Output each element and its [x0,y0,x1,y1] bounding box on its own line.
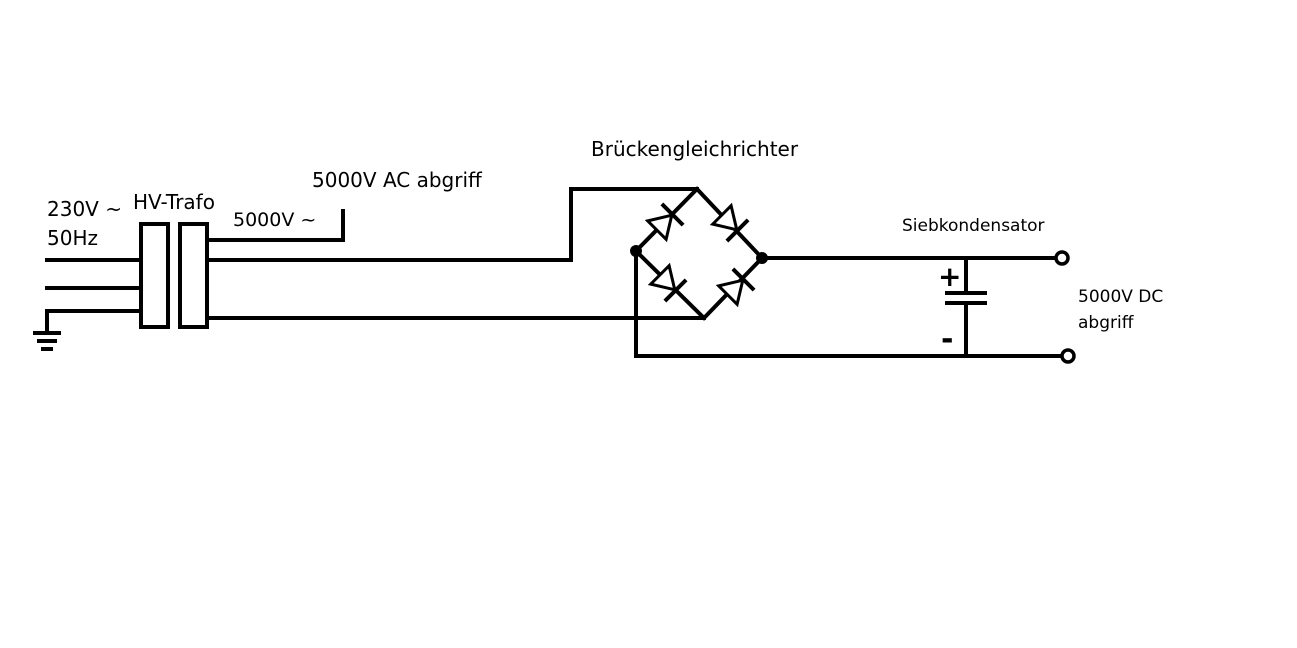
input-frequency-label: 50Hz [47,226,98,250]
rectifier-label: Brückengleichrichter [591,137,799,161]
dc-tap-label-line2: abgriff [1078,313,1135,333]
capacitor-plus-sign: + [938,260,961,293]
ground-icon [33,331,61,351]
ac-tap-wire [205,209,345,242]
filter-capacitor-icon [945,256,987,358]
transformer-icon [139,222,209,329]
capacitor-minus-sign: - [941,322,953,357]
capacitor-label: Siebkondensator [902,216,1045,236]
dc-positive-terminal-icon [1054,250,1070,266]
secondary-voltage-label: 5000V ~ [233,209,316,231]
diode-top-right-icon [709,202,750,243]
bridge-rectifier [630,186,768,321]
transformer-label: HV-Trafo [133,190,215,214]
bridge-diamond [633,186,765,321]
dc-negative-rail [634,249,1063,358]
input-voltage-label: 230V ~ [47,197,122,221]
diode-bottom-right-icon [715,267,756,308]
dc-negative-terminal-icon [1060,348,1076,364]
ac-tap-label: 5000V AC abgriff [312,168,483,192]
earth-wire [45,309,143,332]
secondary-top-wire [205,187,699,262]
dc-tap-label-line1: 5000V DC [1078,287,1163,307]
diode-top-left-icon [644,202,685,243]
diode-bottom-left-icon [647,262,688,303]
